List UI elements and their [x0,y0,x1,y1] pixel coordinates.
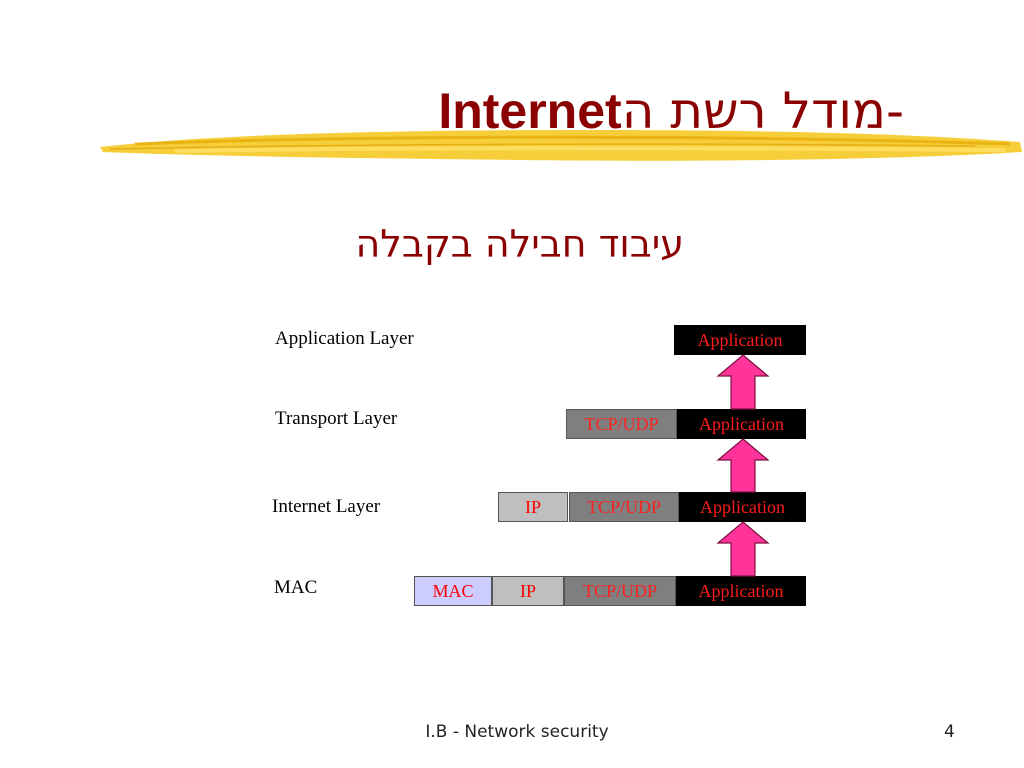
page-number: 4 [944,722,955,742]
packet-tcp-udp-box: TCP/UDP [564,576,676,606]
up-arrow-icon [716,354,770,410]
layer-label-mac: MAC [274,577,318,598]
up-arrow-icon [716,521,770,577]
packet-tcp-udp-box: TCP/UDP [566,409,677,439]
title-english: Internet [438,83,622,139]
packet-application-box: Application [674,325,806,355]
packet-ip-box: IP [492,576,564,606]
slide-footer: I.B - Network security [425,722,609,742]
layer-label-application: Application Layer [275,328,414,349]
packet-tcp-udp-box: TCP/UDP [569,492,679,522]
packet-application-box: Application [676,576,806,606]
packet-ip-box: IP [498,492,568,522]
layer-label-internet: Internet Layer [272,496,381,517]
layer-label-transport: Transport Layer [275,408,398,429]
packet-mac-box: MAC [414,576,492,606]
slide-subtitle: עיבוד חבילה בקבלה [355,222,684,266]
packet-application-box: Application [679,492,806,522]
packet-application-box: Application [677,409,806,439]
up-arrow-icon [716,438,770,493]
brush-stroke-underline [100,130,1022,161]
